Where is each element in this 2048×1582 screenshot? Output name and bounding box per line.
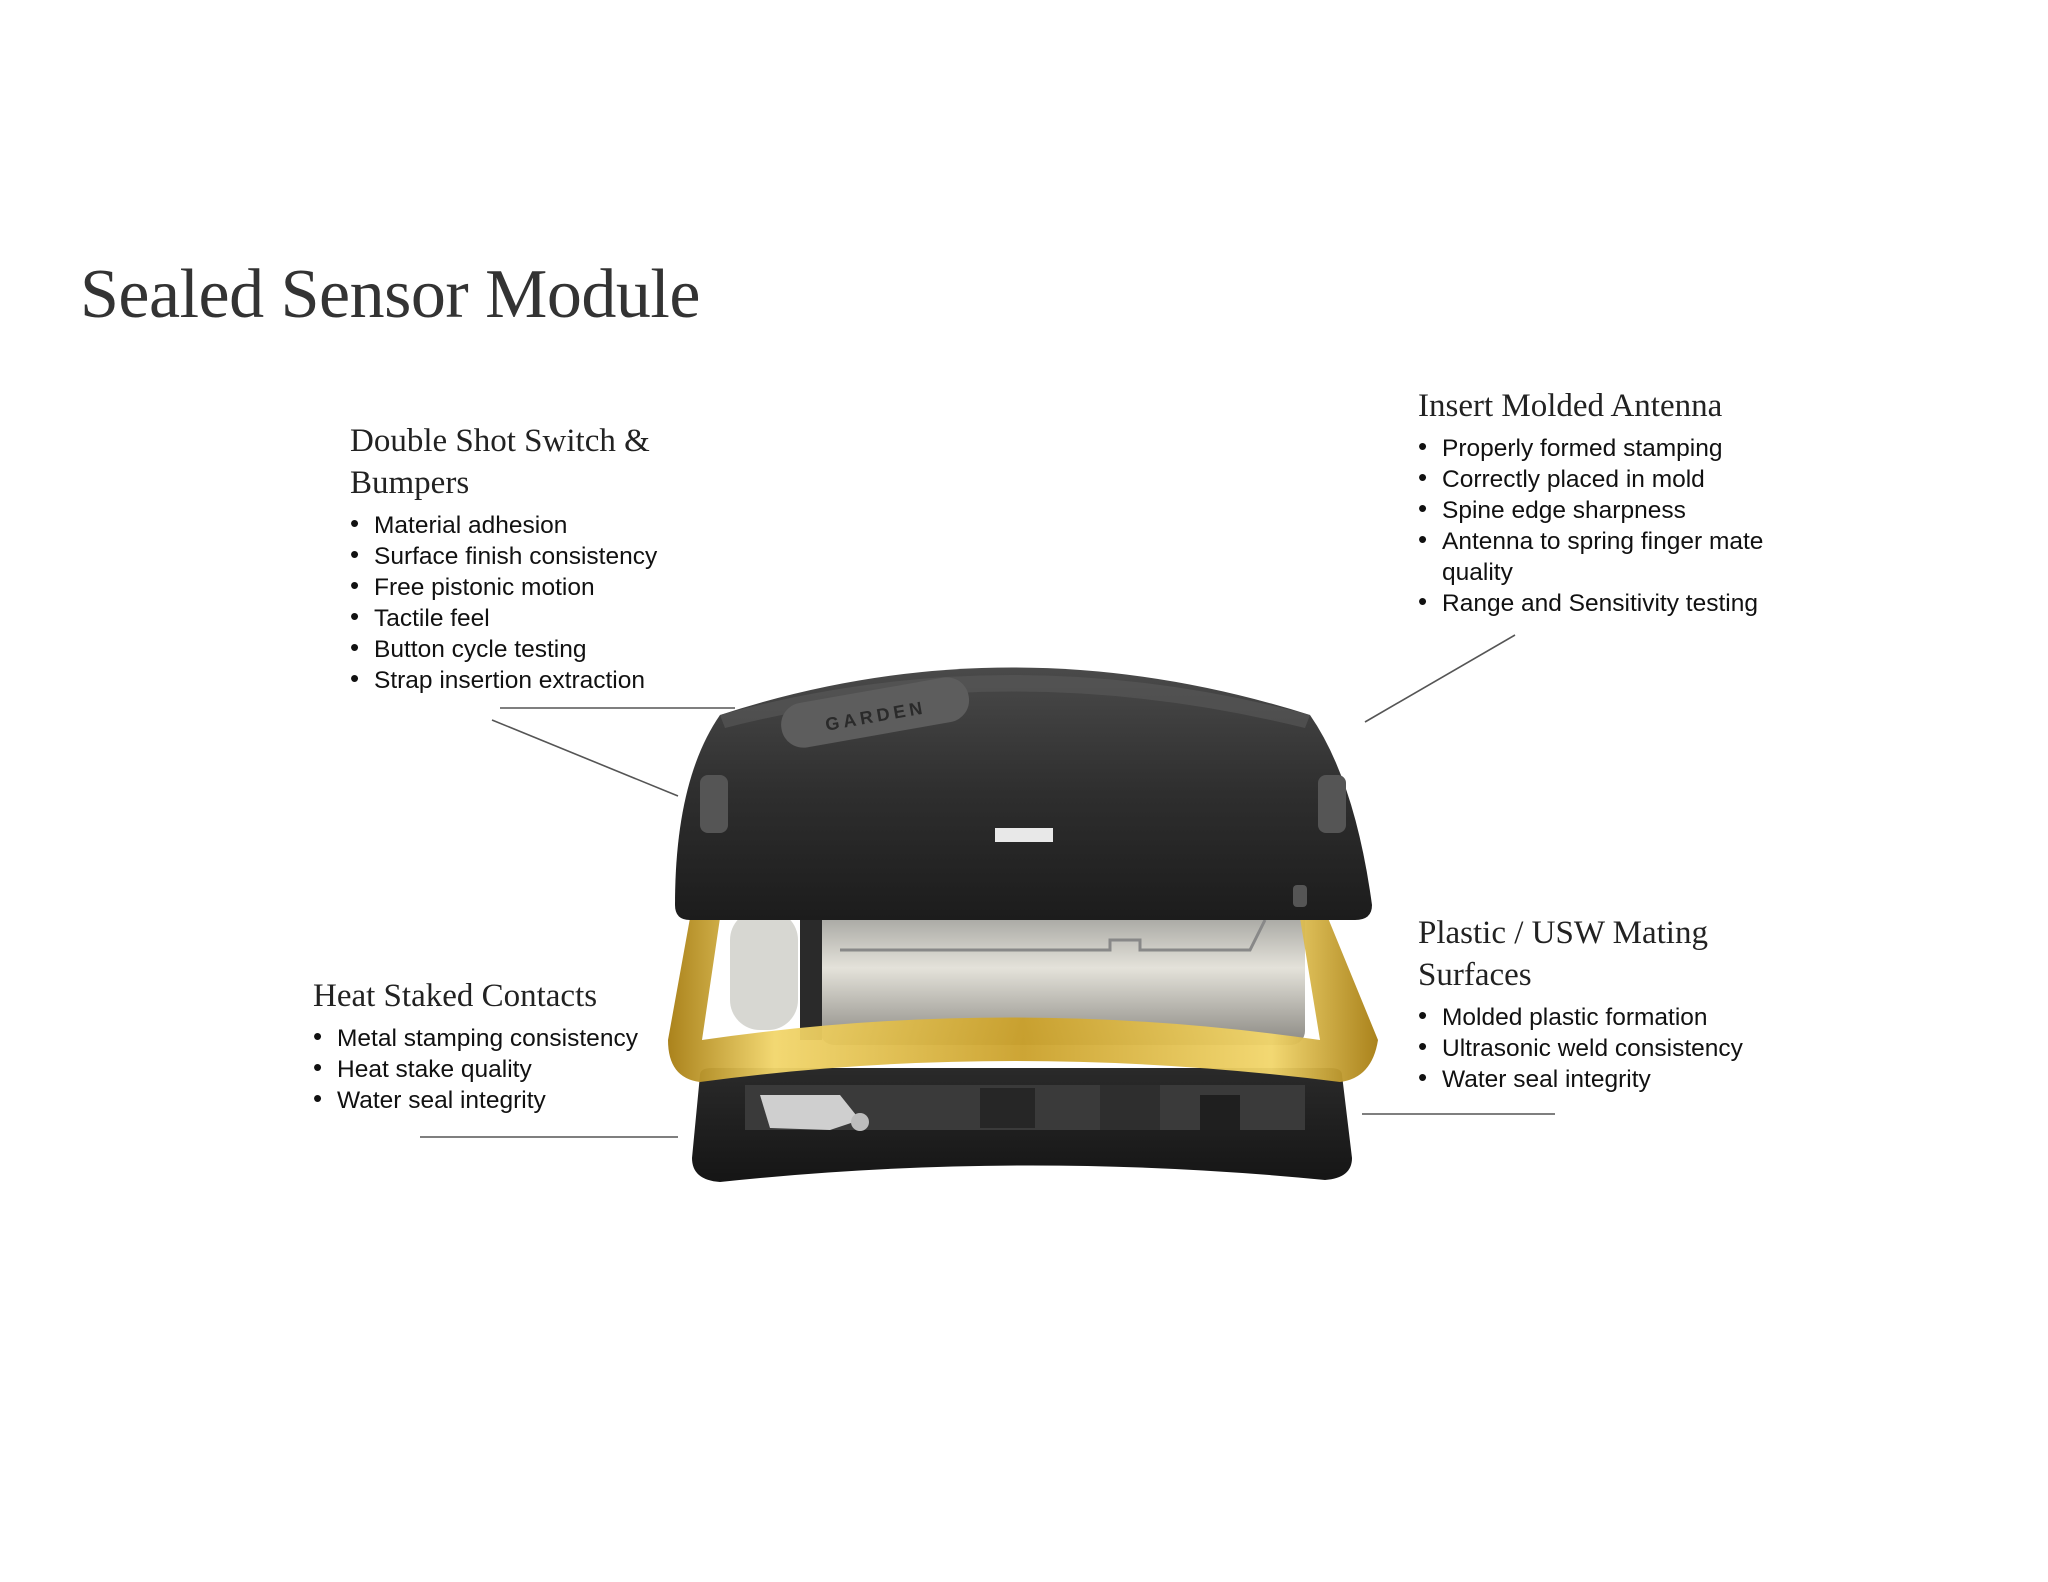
callout-heading: Plastic / USW Mating Surfaces: [1418, 915, 1708, 993]
list-item: Free pistonic motion: [350, 570, 680, 603]
callout-heading: Double Shot Switch & Bumpers: [350, 423, 650, 501]
list-item: Properly formed stamping: [1418, 431, 1838, 464]
callout-heat-staked-contacts: Heat Staked Contacts Metal stamping cons…: [313, 975, 673, 1116]
callout-list: Material adhesion Surface finish consist…: [350, 508, 680, 696]
list-item: Spine edge sharpness: [1418, 493, 1838, 526]
leader-line-switch-diagonal: [491, 719, 679, 797]
list-item: Water seal integrity: [313, 1083, 673, 1116]
list-item: Surface finish consistency: [350, 539, 680, 572]
callout-heading: Insert Molded Antenna: [1418, 388, 1723, 424]
list-item: Material adhesion: [350, 508, 680, 541]
leader-line-antenna: [1364, 634, 1516, 723]
callout-list: Properly formed stamping Correctly place…: [1418, 431, 1838, 619]
list-item: Molded plastic formation: [1418, 1000, 1798, 1033]
list-item: Strap insertion extraction: [350, 663, 680, 696]
page-title: Sealed Sensor Module: [80, 256, 700, 333]
list-item: Water seal integrity: [1418, 1062, 1798, 1095]
callout-list: Metal stamping consistency Heat stake qu…: [313, 1021, 673, 1116]
gold-antenna-frame: [668, 918, 1378, 1082]
list-item: Antenna to spring finger mate quality: [1418, 524, 1782, 588]
callout-double-shot-switch: Double Shot Switch & Bumpers Material ad…: [350, 420, 680, 696]
list-item: Range and Sensitivity testing: [1418, 586, 1838, 619]
base-housing: [692, 1068, 1352, 1182]
list-item: Heat stake quality: [313, 1052, 673, 1085]
list-item: Ultrasonic weld consistency: [1418, 1031, 1798, 1064]
leader-lines: [420, 634, 1555, 1138]
callout-plastic-usw-mating: Plastic / USW Mating Surfaces Molded pla…: [1418, 912, 1798, 1095]
list-item: Button cycle testing: [350, 632, 680, 665]
callout-heading: Heat Staked Contacts: [313, 978, 598, 1014]
top-housing: GARDEN: [675, 667, 1372, 920]
list-item: Metal stamping consistency: [313, 1021, 673, 1054]
list-item: Tactile feel: [350, 601, 680, 634]
battery-cell: [730, 905, 1305, 1045]
callout-insert-molded-antenna: Insert Molded Antenna Properly formed st…: [1418, 385, 1838, 619]
list-item: Correctly placed in mold: [1418, 462, 1838, 495]
callout-list: Molded plastic formation Ultrasonic weld…: [1418, 1000, 1798, 1095]
